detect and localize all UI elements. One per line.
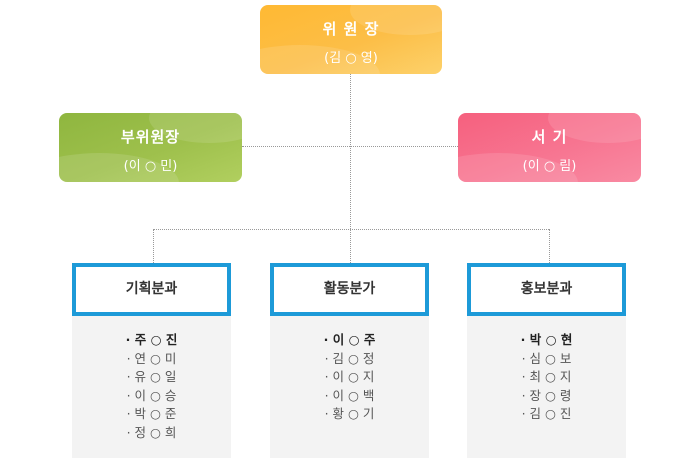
department-planning-members: · 주 ○ 진 · 연 ○ 미 · 유 ○ 일 · 이 ○ 승 · 박 ○ 준 … — [72, 316, 231, 458]
secretary-name: (이 ○ 림) — [522, 159, 577, 174]
member-list-item: · 이 ○ 승 — [126, 387, 177, 403]
connector-dept-2 — [350, 229, 351, 263]
connector-dept-3 — [549, 229, 550, 263]
vice-chair-name: (이 ○ 민) — [123, 159, 178, 174]
member-list-item: · 정 ○ 희 — [126, 424, 177, 440]
connector-departments — [153, 229, 549, 230]
secretary-box: 서 기 (이 ○ 림) — [458, 113, 641, 182]
member-list-item: · 이 ○ 지 — [324, 369, 375, 384]
department-activity: 활동분가 — [270, 263, 429, 316]
member-list-item: · 유 ○ 일 — [126, 369, 177, 384]
member-list-item: · 이 ○ 백 — [324, 387, 375, 403]
department-promotion-members: · 박 ○ 현 · 심 ○ 보 · 최 ○ 지 · 장 ○ 령 · 김 ○ 진 — [467, 316, 626, 458]
connector-vice-secretary — [242, 146, 458, 147]
chair-name: (김 ○ 영) — [324, 51, 378, 66]
member-list-item: · 심 ○ 보 — [521, 350, 572, 366]
member-list-item: · 김 ○ 정 — [324, 350, 375, 366]
member-list-item: · 최 ○ 지 — [521, 369, 572, 384]
member-list-item: · 연 ○ 미 — [126, 350, 177, 366]
department-activity-members: · 이 ○ 주 · 김 ○ 정 · 이 ○ 지 · 이 ○ 백 · 황 ○ 기 — [270, 316, 429, 458]
member-list-item: · 장 ○ 령 — [521, 387, 572, 403]
member-list-item: · 김 ○ 진 — [521, 406, 572, 421]
secretary-title: 서 기 — [531, 128, 568, 146]
department-planning: 기획분과 — [72, 263, 231, 316]
vice-chair-box: 부위원장 (이 ○ 민) — [59, 113, 242, 182]
department-promotion: 홍보분과 — [467, 263, 626, 316]
chair-title: 위 원 장 — [322, 20, 380, 38]
vice-chair-title: 부위원장 — [120, 128, 181, 146]
member-list-item: · 이 ○ 주 — [323, 332, 376, 347]
member-list-item: · 황 ○ 기 — [324, 406, 375, 421]
connector-dept-1 — [153, 229, 154, 263]
connector-chair-down — [350, 74, 351, 229]
member-list-item: · 박 ○ 현 — [520, 332, 573, 347]
member-list-item: · 박 ○ 준 — [126, 406, 177, 421]
chair-box: 위 원 장 (김 ○ 영) — [260, 5, 442, 74]
member-list-item: · 주 ○ 진 — [125, 332, 178, 347]
